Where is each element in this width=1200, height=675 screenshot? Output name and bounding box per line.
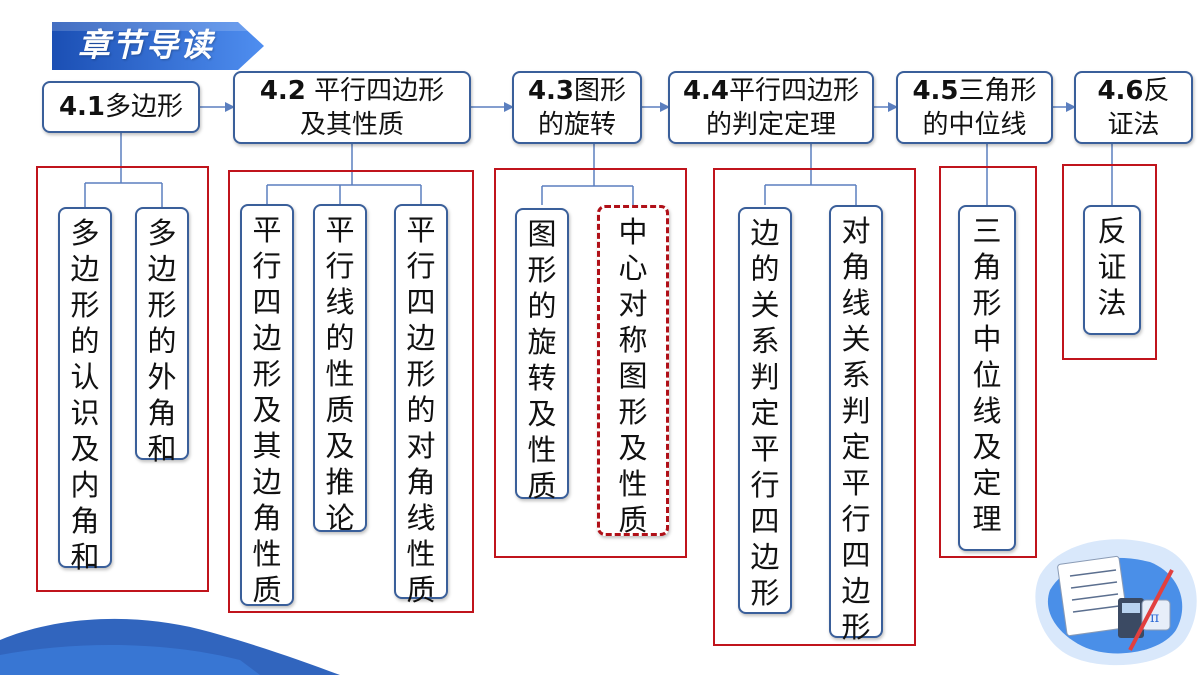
- topic-4-6-a[interactable]: 反证法: [1083, 205, 1141, 335]
- section-4-6[interactable]: 4.6反证法: [1074, 71, 1193, 144]
- section-title: 平行四边形及其性质: [299, 75, 445, 140]
- topic-label: 边的关系判定平行四边形: [750, 216, 780, 610]
- topic-label: 平行四边形及其边角性质: [252, 213, 282, 607]
- section-number: 4.1: [58, 92, 106, 122]
- topic-frame-4-3: [494, 168, 687, 558]
- section-number: 4.6: [1097, 75, 1144, 106]
- section-4-5[interactable]: 4.5三角形的中位线: [896, 71, 1053, 144]
- section-4-3[interactable]: 4.3图形的旋转: [512, 71, 642, 144]
- topic-4-5-a[interactable]: 三角形中位线及定理: [958, 205, 1016, 551]
- topic-label: 图形的旋转及性质: [527, 217, 557, 503]
- topic-4-2-b[interactable]: 平行线的性质及推论: [313, 204, 367, 535]
- topic-4-1-a[interactable]: 多边形的认识及内角和: [58, 207, 112, 574]
- topic-label: 三角形中位线及定理: [972, 214, 1002, 536]
- section-4-1[interactable]: 4.1多边形: [42, 81, 200, 133]
- section-title: 平行四边形的判定定理: [705, 75, 860, 140]
- topic-label: 平行四边形的对角线性质: [406, 213, 436, 607]
- topic-4-2-c[interactable]: 平行四边形的对角线性质: [394, 204, 448, 607]
- svg-text:π: π: [1150, 610, 1159, 626]
- section-title: 反证法: [1107, 75, 1170, 140]
- topic-4-4-b[interactable]: 对角线关系判定平行四边形: [829, 205, 883, 644]
- topic-label: 中心对称图形及性质: [618, 215, 648, 537]
- section-title: 图形的旋转: [537, 75, 627, 140]
- topic-frame-4-1: [36, 166, 209, 592]
- topic-4-2-a[interactable]: 平行四边形及其边角性质: [240, 204, 294, 607]
- topic-label: 多边形的外角和: [147, 216, 177, 466]
- topic-label: 平行线的性质及推论: [325, 213, 355, 535]
- topic-4-1-b[interactable]: 多边形的外角和: [135, 207, 189, 466]
- math-notebook-illustration: π: [1035, 539, 1197, 666]
- section-number: 4.2: [259, 75, 306, 106]
- section-4-2[interactable]: 4.2 平行四边形及其性质: [233, 71, 471, 144]
- topic-4-3-a[interactable]: 图形的旋转及性质: [515, 208, 569, 503]
- topic-label: 对角线关系判定平行四边形: [841, 214, 871, 644]
- section-number: 4.3: [527, 75, 575, 106]
- section-number: 4.4: [682, 75, 730, 106]
- topic-label: 多边形的认识及内角和: [70, 216, 100, 574]
- topic-frame-4-5: [939, 166, 1037, 558]
- banner-shape: [52, 22, 264, 70]
- topic-frame-4-6: [1062, 164, 1157, 360]
- topic-4-3-b[interactable]: 中心对称图形及性质: [597, 205, 669, 537]
- section-4-4[interactable]: 4.4平行四边形的判定定理: [668, 71, 874, 144]
- banner-title: 章节导读: [78, 26, 215, 64]
- section-title: 多边形: [105, 92, 184, 122]
- topic-label: 反证法: [1097, 214, 1127, 320]
- topic-4-4-a[interactable]: 边的关系判定平行四边形: [738, 207, 792, 614]
- section-title: 三角形的中位线: [922, 75, 1037, 140]
- section-number: 4.5: [912, 75, 959, 106]
- topic-frame-4-2: [228, 170, 474, 613]
- topic-frame-4-4: [713, 168, 916, 646]
